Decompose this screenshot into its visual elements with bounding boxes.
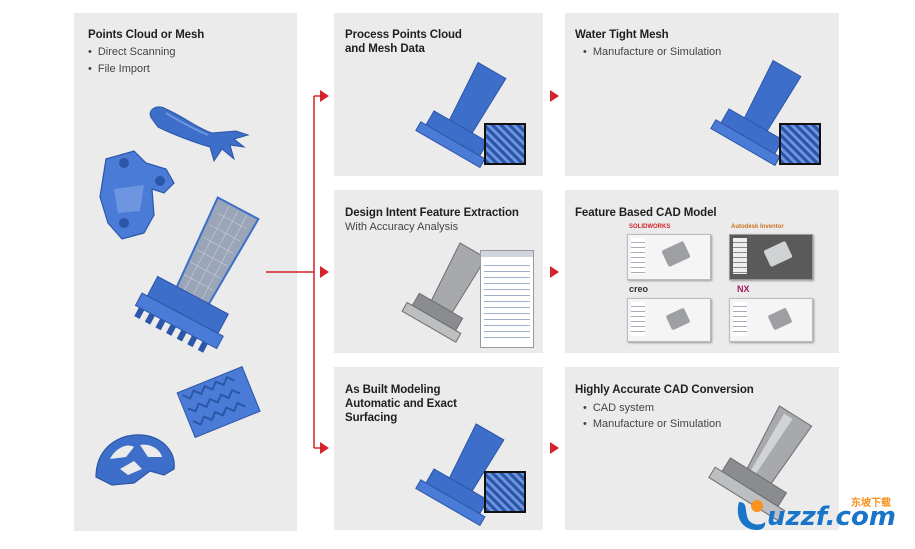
creo-logo: creo	[629, 284, 649, 294]
bracket-scan-image	[99, 150, 175, 240]
watermark-brand: uzzf.com	[767, 502, 896, 532]
arrow-to-feature-cad	[550, 266, 559, 278]
arm-scan-image	[149, 106, 250, 163]
cad-tile-inventor: Autodesk Inventor	[729, 224, 813, 280]
watermark-swoosh-icon	[737, 500, 766, 530]
arrow-to-accurate-cad	[550, 442, 559, 454]
step-feature-subtitle: With Accuracy Analysis	[345, 221, 459, 233]
zoom-inset	[484, 123, 526, 165]
result-feature-cad-panel: Feature Based CAD Model SOLIDWORKS Autod…	[565, 190, 839, 353]
input-bullet-2: File Import	[88, 62, 150, 76]
heat-sink-scan-image	[176, 366, 261, 439]
step-asbuilt-title-3: Surfacing	[345, 412, 398, 424]
blue-blade-image	[415, 61, 507, 169]
zoom-inset-3	[779, 123, 821, 165]
arrow-to-feature-extraction	[320, 266, 329, 278]
step-asbuilt-title-1: As Built Modeling	[345, 384, 441, 396]
watermark-logo: uzzf.com 东坡下载	[733, 490, 913, 540]
watermark-cn: 东坡下载	[851, 498, 891, 509]
result-feature-cad-title: Feature Based CAD Model	[575, 207, 717, 219]
input-bullet-1: Direct Scanning	[88, 45, 176, 59]
solidworks-logo: SOLIDWORKS	[629, 224, 671, 230]
input-panel-title: Points Cloud or Mesh	[88, 29, 205, 41]
watertight-blade-image	[710, 59, 802, 167]
turbine-blade-scan-image	[134, 196, 260, 353]
helmet-scan-image	[95, 434, 175, 486]
gray-blade-image	[401, 242, 487, 343]
cad-tile-solidworks: SOLIDWORKS	[627, 224, 711, 280]
step-feature-panel: Design Intent Feature Extraction With Ac…	[334, 190, 543, 353]
cad-tile-creo: creo	[627, 284, 711, 342]
blue-blade-image-2	[415, 423, 505, 527]
result-watertight-bullet: Manufacture or Simulation	[583, 45, 721, 59]
result-accurate-cad-bullet-2: Manufacture or Simulation	[583, 417, 721, 431]
result-watertight-panel: Water Tight Mesh Manufacture or Simulati…	[565, 13, 839, 176]
step-process-panel: Process Points Cloud and Mesh Data	[334, 13, 543, 176]
gray-cad-blade-image	[708, 405, 813, 522]
arrow-to-as-built	[320, 442, 329, 454]
inventor-logo: Autodesk Inventor	[731, 224, 784, 230]
step-asbuilt-panel: As Built Modeling Automatic and Exact Su…	[334, 367, 543, 530]
nx-logo: NX	[737, 284, 750, 294]
result-accurate-cad-panel: Highly Accurate CAD Conversion CAD syste…	[565, 367, 839, 530]
zoom-inset-2	[484, 471, 526, 513]
step-asbuilt-title-2: Automatic and Exact	[345, 398, 457, 410]
step-feature-title: Design Intent Feature Extraction	[345, 207, 519, 219]
cad-tile-nx: NX	[729, 284, 813, 342]
input-panel: Points Cloud or Mesh Direct Scanning Fil…	[74, 13, 297, 531]
feature-tree-panel	[480, 250, 534, 348]
result-accurate-cad-title: Highly Accurate CAD Conversion	[575, 384, 754, 396]
step-process-title-1: Process Points Cloud	[345, 29, 462, 41]
result-watertight-title: Water Tight Mesh	[575, 29, 669, 41]
arrow-to-water-tight	[550, 90, 559, 102]
arrow-to-process	[320, 90, 329, 102]
result-accurate-cad-bullet-1: CAD system	[583, 401, 654, 415]
step-process-title-2: and Mesh Data	[345, 43, 425, 55]
